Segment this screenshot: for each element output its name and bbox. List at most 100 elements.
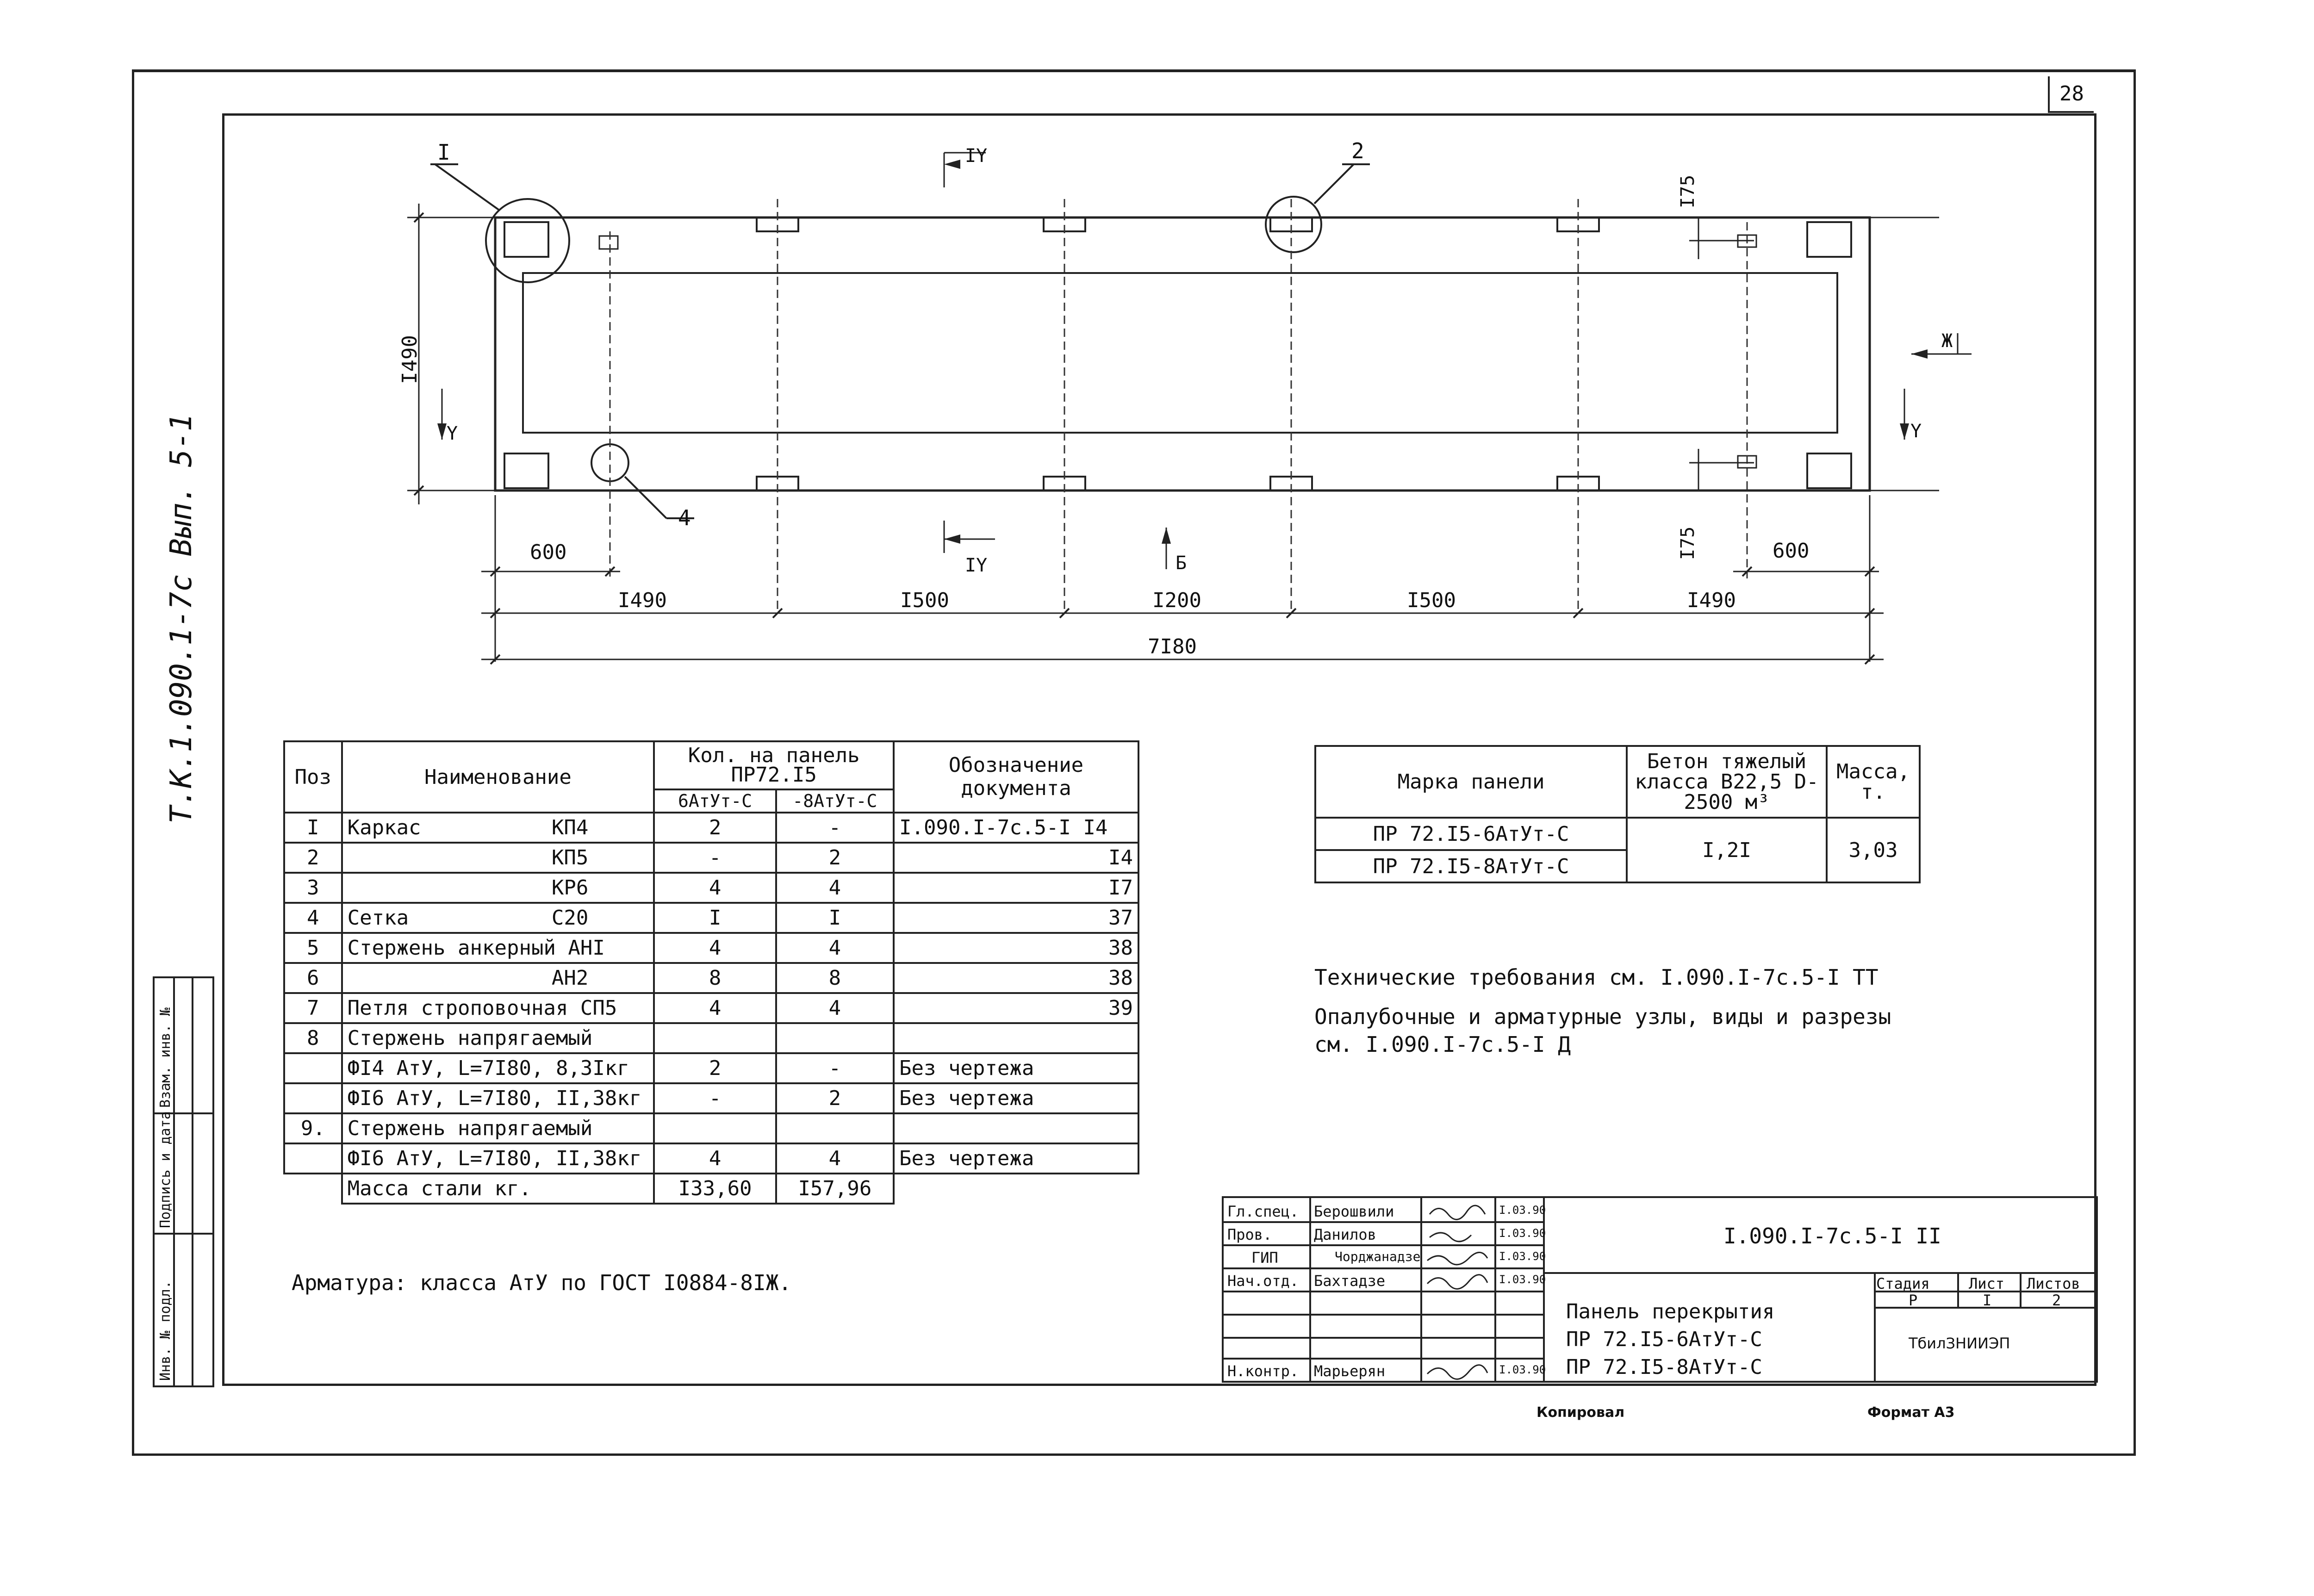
stamp-name-7: Марьерян [1314, 1362, 1386, 1380]
mark-header-mark: Марка панели [1314, 745, 1628, 819]
spec-cell-qty-b: 4 [775, 872, 895, 904]
spec-item-code: КП5 [551, 846, 589, 869]
mark-mass: 3,03 [1826, 817, 1921, 883]
spec-item-code: КР6 [551, 876, 589, 900]
spec-item-name: Сетка [347, 906, 409, 930]
spec-cell-qty-b: 8 [775, 962, 895, 994]
spec-cell-qty-a: 2 [653, 812, 777, 844]
spec-cell-qty-b: I [775, 902, 895, 934]
dim-total: 7I80 [1148, 635, 1197, 658]
side-cell-replace: Взам. инв. № [157, 1007, 174, 1108]
stamp-date-4: I.03.90 [1499, 1273, 1546, 1286]
dim-seg-1: I490 [618, 589, 667, 612]
title-block: Гл.спец. Пров. ГИП Нач.отд. Н.контр. Бер… [1222, 1196, 2098, 1383]
spec-cell-name: Петля строповочная СП5 [341, 992, 655, 1024]
callout-2: 2 [1351, 138, 1364, 163]
specification-table: Поз Наименование Кол. на панель ПР72.I5 … [283, 740, 1140, 1205]
stamp-role-2: Пров. [1227, 1226, 1272, 1243]
spec-cell-qty-b: 2 [775, 842, 895, 874]
spec-item-name: Петля строповочная СП5 [347, 996, 617, 1020]
spec-cell-name: КП5 [341, 842, 655, 874]
spec-header-doc: Обозначение документа [892, 740, 1140, 814]
side-cell-sign: Подпись и дата [157, 1111, 174, 1228]
spec-mass-empty [284, 1174, 343, 1204]
spec-item-name: ФI6 АтУ, L=7I80, II,38кг [347, 1087, 642, 1110]
spec-cell-qty-b [775, 1112, 895, 1144]
stamp-code: I.090.I-7с.5-I II [1723, 1223, 1941, 1248]
dim-seg-5: I490 [1687, 589, 1736, 612]
spec-cell-qty-b: 2 [775, 1082, 895, 1114]
stamp-title-3: ПР 72.I5-8АтУт-С [1566, 1355, 1762, 1379]
spec-cell-doc: 38 [892, 932, 1140, 964]
dim-top-offset: I75 [1677, 175, 1698, 208]
sheet-number: 28 [2048, 76, 2094, 113]
section-label-zh: Ж [1941, 330, 1953, 352]
spec-mass-blank [894, 1174, 1138, 1204]
dim-bottom-offset: I75 [1677, 527, 1698, 560]
dim-height: I490 [398, 335, 422, 384]
section-label-bottom: IY [965, 555, 987, 576]
spec-mass-a: I33,60 [653, 1173, 777, 1205]
callout-4: 4 [678, 505, 691, 530]
spec-row: 9.Стержень напрягаемый [283, 1112, 1140, 1144]
stamp-org: ТбилЗНИИЭП [1909, 1335, 2010, 1352]
stamp-name-2: Данилов [1314, 1226, 1376, 1243]
dim-right-600: 600 [1773, 539, 1809, 563]
spec-cell-pos: 5 [283, 932, 343, 964]
stamp-role-3: ГИП [1251, 1249, 1278, 1267]
spec-cell-qty-a: 4 [653, 932, 777, 964]
mark-header-concrete: Бетон тяжелый класса В22,5 D-2500 м³ [1626, 745, 1828, 819]
spec-cell-doc [892, 1022, 1140, 1054]
formwork-drawing: I 2 4 IY IY Б Y Y Ж I490 I75 I75 600 600… [398, 138, 1972, 665]
stamp-sheet: I [1983, 1292, 1992, 1309]
stamp-sheets: 2 [2052, 1292, 2061, 1309]
dim-seg-3: I200 [1152, 589, 1201, 612]
inner-frame [222, 113, 2096, 1386]
spec-item-code: КП4 [551, 816, 589, 839]
mark-concrete: I,2I [1626, 817, 1828, 883]
spec-header-qty: Кол. на панель ПР72.I5 [653, 740, 895, 790]
spec-item-name: ФI6 АтУ, L=7I80, II,38кг [347, 1147, 642, 1170]
stamp-h-sheets: Листов [2027, 1275, 2080, 1292]
spec-cell-pos [283, 1082, 343, 1114]
spec-cell-name: ФI6 АтУ, L=7I80, II,38кг [341, 1082, 655, 1114]
spec-cell-name: Стержень напрягаемый [341, 1112, 655, 1144]
spec-cell-pos: 2 [283, 842, 343, 874]
spec-cell-pos [283, 1052, 343, 1084]
spec-mass-label: Масса стали кг. [341, 1173, 655, 1205]
spec-cell-name: ФI6 АтУ, L=7I80, II,38кг [341, 1143, 655, 1174]
mark-table: Марка панели Бетон тяжелый класса В22,5 … [1314, 745, 1921, 883]
spec-cell-qty-a: 4 [653, 1143, 777, 1174]
stamp-role-1: Гл.спец. [1227, 1203, 1299, 1220]
stamp-name-3: Чорджанадзе [1335, 1249, 1421, 1264]
mark-row-1: ПР 72.I5-6АтУт-С [1314, 817, 1628, 851]
footer-copied: Копировал [1536, 1404, 1625, 1421]
spec-cell-qty-b: 4 [775, 992, 895, 1024]
footer-format: Формат А3 [1867, 1404, 1955, 1421]
spec-cell-name: АН2 [341, 962, 655, 994]
callout-1: I [437, 140, 450, 165]
spec-cell-doc: Без чертежа [892, 1143, 1140, 1174]
spec-cell-name: ФI4 АтУ, L=7I80, 8,3Iкг [341, 1052, 655, 1084]
mark-header-mass: Масса, т. [1826, 745, 1921, 819]
spec-cell-qty-b [775, 1022, 895, 1054]
spec-cell-qty-a: 4 [653, 872, 777, 904]
stamp-date-7: I.03.90 [1499, 1363, 1546, 1376]
spec-cell-doc: I4 [892, 842, 1140, 874]
mark-row-2: ПР 72.I5-8АтУт-С [1314, 849, 1628, 883]
spec-cell-doc: 39 [892, 992, 1140, 1024]
spec-item-name: Стержень анкерный АНI [347, 936, 605, 960]
stamp-h-stage: Стадия [1876, 1275, 1930, 1292]
dim-left-600: 600 [530, 540, 566, 564]
spec-item-name: Стержень напрягаемый [347, 1026, 593, 1050]
